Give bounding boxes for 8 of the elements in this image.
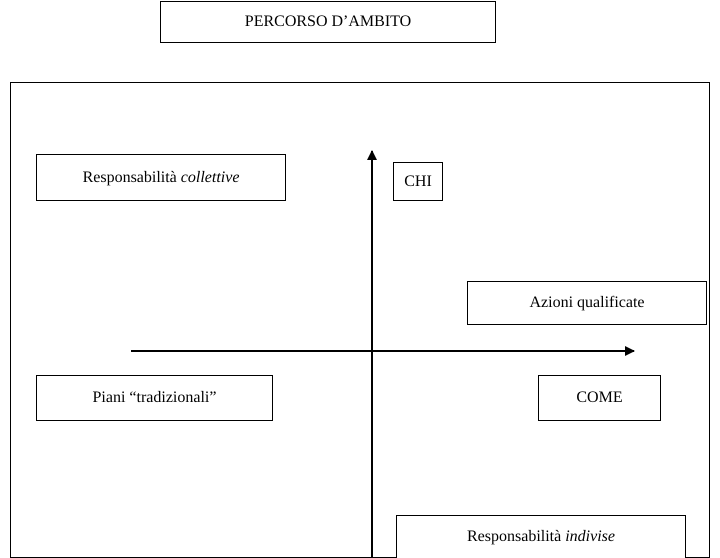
label-box: Azioni qualificate	[467, 281, 707, 325]
label-box: Responsabilità indivise	[396, 515, 686, 558]
label-box: COME	[538, 375, 661, 421]
label-box: Responsabilità collettive	[36, 154, 286, 201]
label-box: Piani “tradizionali”	[36, 375, 273, 421]
title-box: PERCORSO D’AMBITO	[160, 1, 496, 43]
label-box: CHI	[393, 162, 443, 201]
frame-box	[10, 82, 710, 558]
